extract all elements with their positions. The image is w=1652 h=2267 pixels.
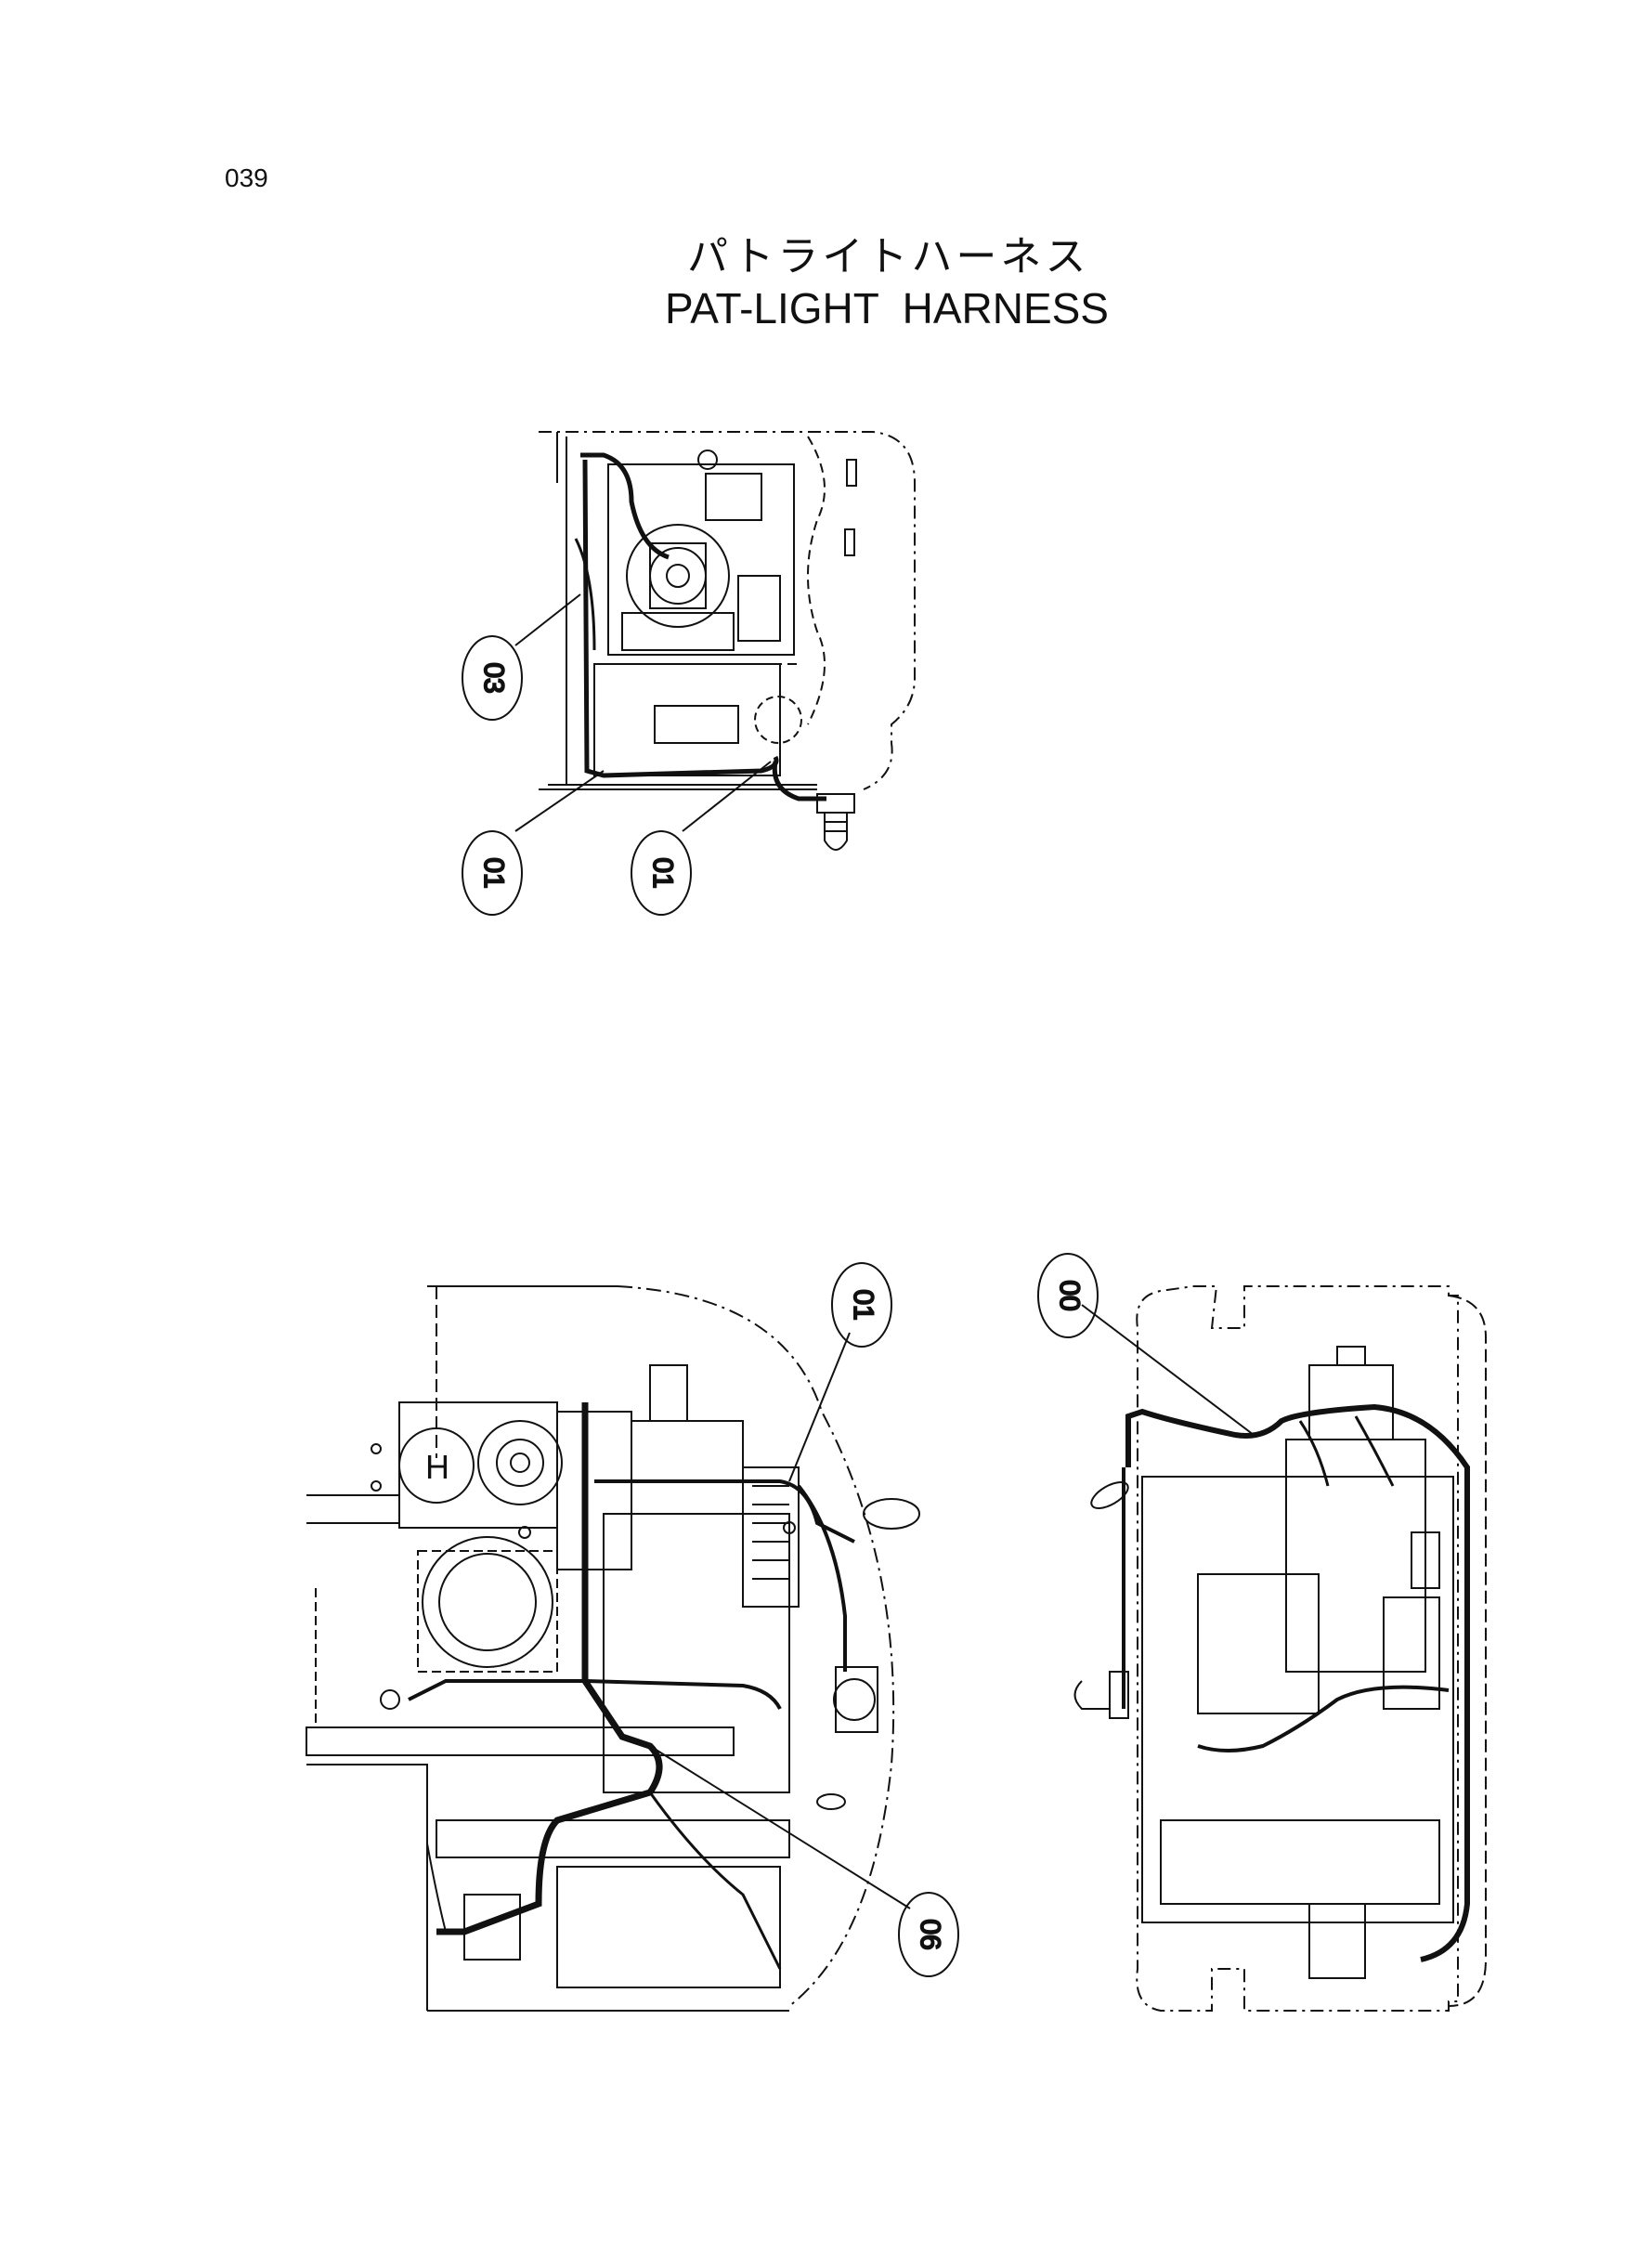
top-view (514, 431, 916, 851)
svg-text:01: 01 (478, 857, 509, 888)
callout-00-bottom-right: 00 (1037, 1253, 1099, 1338)
bottom-left-view: H (306, 1285, 920, 2012)
page-number: 039 (225, 163, 268, 192)
title-english: PAT-LIGHT HARNESS (665, 284, 1109, 332)
svg-text:H: H (425, 1448, 449, 1486)
callout-06-bottom-left: 06 (898, 1892, 959, 1977)
bottom-right-view (1073, 1285, 1487, 2012)
svg-text:00: 00 (1054, 1280, 1085, 1310)
callout-01-top-left: 01 (462, 830, 523, 916)
svg-text:01: 01 (647, 857, 678, 888)
svg-text:03: 03 (478, 662, 509, 693)
svg-text:01: 01 (848, 1289, 878, 1320)
svg-text:06: 06 (915, 1919, 945, 1949)
callout-01-bottom-left: 01 (831, 1262, 892, 1348)
callout-03-top: 03 (462, 635, 523, 721)
title-japanese: パトライトハーネス (687, 233, 1090, 280)
callout-01-top-right: 01 (631, 830, 692, 916)
